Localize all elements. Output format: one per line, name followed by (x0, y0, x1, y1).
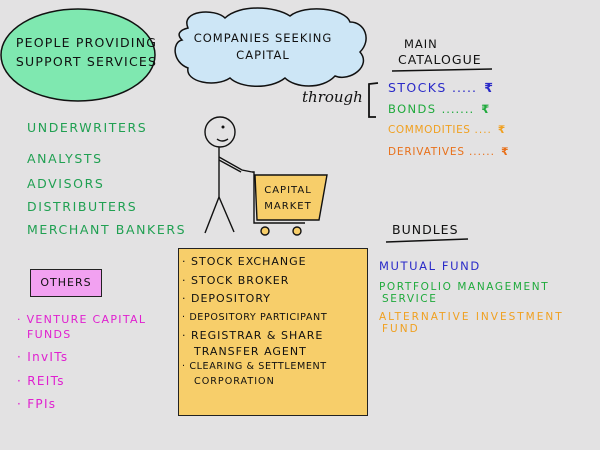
others-item-label: REITs (27, 374, 65, 388)
bundle-line1: Portfolio Management (379, 281, 550, 293)
stick-figure-icon (204, 116, 253, 234)
infra-item-label: Depository (191, 292, 271, 305)
support-oval-label: People Providing Support Services (14, 33, 159, 71)
catalogue-underline (391, 68, 493, 72)
catalogue-item-label: Bonds (388, 102, 437, 116)
infra-item-stock-broker: · Stock Broker (182, 273, 290, 287)
infra-item-clearing: · Clearing & Settlement (182, 360, 327, 372)
companies-cloud-label: Companies Seeking Capital (188, 30, 338, 64)
through-bracket (368, 82, 379, 118)
support-item-distributers: Distributers (27, 199, 138, 214)
others-item-label: InvITs (27, 350, 69, 364)
catalogue-title-line2: Catalogue (398, 52, 482, 67)
bundle-item-pms: Portfolio Management Service (379, 281, 549, 305)
support-item-underwriters: Underwriters (27, 120, 148, 135)
support-oval-shape (0, 8, 156, 102)
catalogue-item-derivatives: Derivatives ...... ₹ (388, 146, 509, 158)
infra-item-depository: · Depository (182, 292, 271, 305)
capital-market-label: Capital Market (258, 183, 318, 215)
infra-item-stock-exchange: · Stock Exchange (182, 255, 307, 268)
catalogue-item-label: Commodities (388, 124, 471, 136)
through-label: through (302, 88, 363, 106)
support-item-merchant-bankers: Merchant Bankers (27, 222, 187, 237)
infra-item-label: Stock Broker (191, 273, 290, 287)
catalogue-item-dots: ....... (441, 102, 475, 116)
catalogue-item-dots: ...... (468, 146, 495, 158)
shopping-cart-icon (252, 171, 328, 236)
bundles-title: Bundles (392, 222, 459, 237)
others-item-label: FPIs (27, 397, 57, 411)
catalogue-item-commodities: Commodities .... ₹ (388, 124, 506, 136)
bundle-line1: Alternative Investment (379, 311, 564, 323)
catalogue-title-line1: Main (404, 37, 438, 51)
market-infrastructure-box: · Stock Exchange · Stock Broker · Deposi… (178, 248, 368, 416)
others-item-fpis: · FPIs (17, 397, 57, 411)
others-item-invits: · InvITs (17, 350, 69, 364)
infra-item-label: Stock Exchange (191, 255, 307, 268)
catalogue-item-stocks: Stocks ..... ₹ (388, 80, 494, 95)
bundles-underline (385, 238, 469, 243)
companies-cloud-shape (174, 7, 367, 87)
others-item-label: Venture Capital (26, 313, 147, 326)
catalogue-item-label: Stocks (388, 80, 447, 95)
support-oval-line1: People Providing (15, 35, 158, 50)
infra-item-label: Depository Participant (189, 311, 328, 323)
infra-item-clearing-continuation: Corporation (194, 376, 275, 387)
infra-item-label: Clearing & Settlement (189, 360, 327, 372)
rupee-icon: ₹ (481, 102, 491, 116)
bundle-line2: Fund (382, 323, 420, 335)
bundle-item-aif: Alternative Investment Fund (379, 311, 564, 335)
bundle-line2: Service (382, 293, 438, 305)
cart-label-line1: Capital (264, 185, 312, 196)
others-item-line2: Funds (27, 328, 72, 341)
support-item-analysts: Analysts (27, 151, 103, 166)
infra-item-registrar-continuation: Transfer Agent (194, 344, 307, 358)
others-item-reits: · REITs (17, 374, 65, 388)
rupee-icon: ₹ (497, 124, 506, 136)
main-catalogue-title: Main Catalogue (398, 36, 482, 68)
catalogue-item-bonds: Bonds ....... ₹ (388, 102, 491, 116)
infra-item-label: Registrar & Share (191, 329, 324, 342)
catalogue-item-dots: ..... (452, 80, 477, 95)
support-item-advisors: Advisors (27, 176, 105, 191)
support-oval-line2: Support Services (15, 54, 158, 69)
rupee-icon: ₹ (484, 80, 495, 95)
infra-item-registrar: · Registrar & Share (182, 329, 324, 342)
others-label-box: Others (30, 269, 102, 297)
cart-label-line2: Market (264, 201, 312, 212)
catalogue-item-dots: .... (474, 124, 492, 136)
cloud-line1: Companies Seeking (193, 31, 333, 45)
cloud-line2: Capital (236, 48, 290, 62)
others-item-line1: · Venture Capital (17, 313, 147, 326)
rupee-icon: ₹ (501, 146, 510, 158)
others-item-venture-capital: · Venture Capital Funds (17, 312, 146, 342)
bundle-item-mutual-fund: Mutual Fund (379, 259, 481, 273)
catalogue-item-label: Derivatives (388, 146, 465, 158)
infra-item-depository-participant: · Depository Participant (182, 311, 328, 323)
